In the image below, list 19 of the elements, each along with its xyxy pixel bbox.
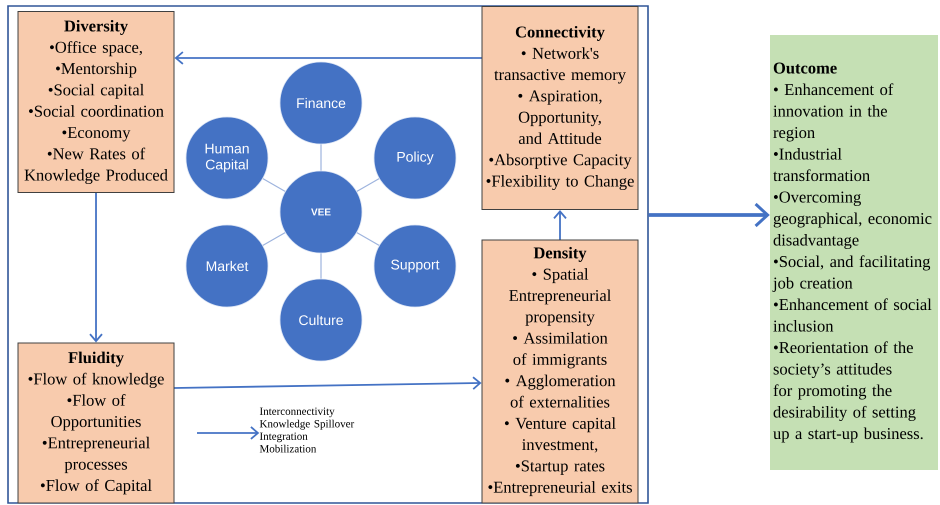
arrow [553, 210, 567, 240]
connector-line [262, 178, 286, 192]
factor-box: Fluidity •Flow of knowledge •Flow of Opportunities •Entrepreneurial processes •Flow of Capital [18, 342, 174, 504]
note-text: Interconnectivity Knowledge Spillover Integration Mobilization [260, 408, 354, 452]
outcome-box: Outcome • Enhancement of innovation in the region •Industrial transformation •Overcoming geographical, economic disadvantage •Social, and facilitating job creation •Enhancement of social inclusion •Reorientation of the society’s attitudes for promoting the desirability of setting up a start-up business. [770, 35, 938, 470]
arrow [648, 202, 770, 228]
connector-line [320, 253, 322, 279]
arrow [89, 193, 103, 342]
connector-line [356, 178, 380, 192]
connector-line [356, 232, 380, 246]
connector-line [320, 144, 322, 171]
arrow [174, 51, 482, 65]
factor-box: Density • Spatial Entrepreneurial propensity • Assimilation of immigrants • Agglomeration of externalities • Venture capital investment, •Startup rates •Entrepreneurial exits [482, 240, 638, 504]
factor-box: Connectivity • Network's transactive memory • Aspiration, Opportunity, and Attitude •Absorptive Capacity •Flexibility to Change [482, 6, 638, 210]
arrow [174, 376, 482, 390]
arrow [197, 426, 260, 440]
connector-line [262, 232, 286, 246]
factor-box: Diversity •Office space, •Mentorship •Social capital •Social coordination •Economy •New Rates of Knowledge Produced [18, 11, 174, 193]
outline-box [7, 5, 649, 504]
